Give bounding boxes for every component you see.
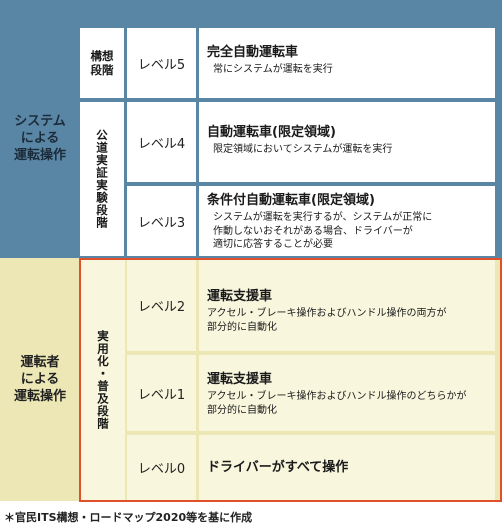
level-4-description: 自動運転車(限定領域) 限定領域においてシステムが運転を実行 <box>199 102 495 182</box>
level-5-cell: レベル5 <box>127 28 196 98</box>
phase-public-road-label: 公道実証実験段階 <box>95 129 109 229</box>
level-1-title: 運転支援車 <box>207 372 273 387</box>
level-2-label: レベル2 <box>137 300 186 315</box>
level-5-description: 完全自動運転車 常にシステムが運転を実行 <box>199 28 495 98</box>
level-3-title: 条件付自動運転車(限定領域) <box>207 193 375 208</box>
source-footnote: ＊官民ITS構想・ロードマップ2020等を基に作成 <box>4 511 253 524</box>
level-0-label: レベル0 <box>137 462 186 477</box>
phase-public-road-cell: 公道実証実験段階 <box>80 102 124 256</box>
phase-concept-label: 構想 段階 <box>90 49 114 77</box>
phase-practical-cell: 実用化・普及段階 <box>81 260 125 500</box>
level-4-body: 限定領域においてシステムが運転を実行 <box>213 144 393 155</box>
driver-operation-label: 運転者 による 運転操作 <box>13 355 66 404</box>
level-2-title: 運転支援車 <box>207 289 273 304</box>
level-0-description: ドライバーがすべて操作 <box>199 435 495 500</box>
level-3-description: 条件付自動運転車(限定領域) システムが運転を実行するが、システムが正常に 作動… <box>199 186 495 256</box>
level-5-label: レベル5 <box>137 57 186 73</box>
level-0-title: ドライバーがすべて操作 <box>207 460 349 475</box>
level-1-description: 運転支援車 アクセル・ブレーキ操作およびハンドル操作のどちらかが 部分的に自動化 <box>199 355 495 431</box>
level-2-body: アクセル・ブレーキ操作およびハンドル操作の両方が 部分的に自動化 <box>207 308 447 333</box>
phase-practical-label: 実用化・普及段階 <box>96 330 110 430</box>
level-5-body: 常にシステムが運転を実行 <box>213 64 333 75</box>
level-3-label: レベル3 <box>137 215 186 231</box>
level-4-title: 自動運転車(限定領域) <box>207 125 336 140</box>
level-3-body: システムが運転を実行するが、システムが正常に 作動しないおそれがある場合、ドライ… <box>213 212 433 250</box>
level-1-cell: レベル1 <box>127 355 196 431</box>
level-3-cell: レベル3 <box>127 186 196 256</box>
level-1-body: アクセル・ブレーキ操作およびハンドル操作のどちらかが 部分的に自動化 <box>207 391 467 416</box>
phase-concept-cell: 構想 段階 <box>80 28 124 98</box>
level-0-cell: レベル0 <box>127 435 196 500</box>
level-4-label: レベル4 <box>137 136 186 152</box>
system-operation-label: システム による 運転操作 <box>13 114 66 163</box>
level-2-description: 運転支援車 アクセル・ブレーキ操作およびハンドル操作の両方が 部分的に自動化 <box>199 260 495 351</box>
level-5-title: 完全自動運転車 <box>207 45 299 60</box>
level-1-label: レベル1 <box>137 387 186 403</box>
level-2-cell: レベル2 <box>127 260 196 351</box>
level-4-cell: レベル4 <box>127 102 196 182</box>
